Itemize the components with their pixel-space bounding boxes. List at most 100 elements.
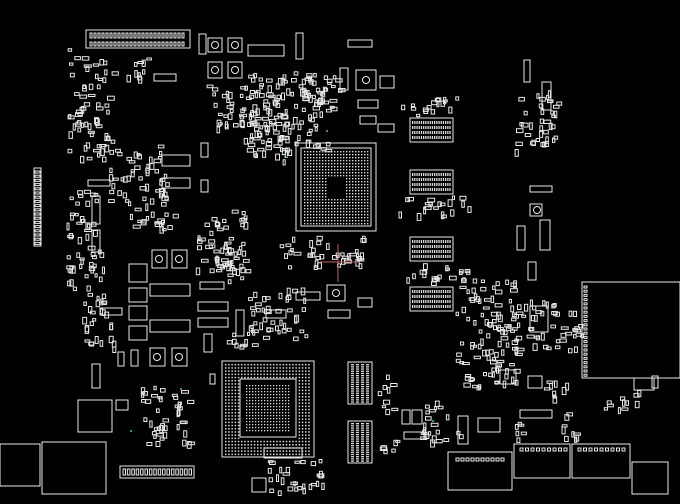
- smd-component[interactable]: [159, 150, 163, 156]
- smd-component[interactable]: [568, 348, 573, 354]
- smd-component[interactable]: [459, 434, 464, 440]
- smd-component[interactable]: [220, 247, 225, 254]
- smd-component[interactable]: [90, 192, 97, 197]
- smd-component[interactable]: [80, 259, 84, 265]
- smd-component[interactable]: [263, 335, 271, 340]
- smd-component[interactable]: [497, 324, 501, 332]
- smd-component[interactable]: [553, 104, 560, 109]
- smd-component[interactable]: [310, 482, 317, 487]
- smd-component[interactable]: [195, 267, 201, 276]
- smd-component[interactable]: [93, 230, 98, 237]
- component[interactable]: [251, 477, 267, 493]
- smd-component[interactable]: [290, 248, 294, 253]
- smd-component[interactable]: [159, 437, 165, 441]
- smd-component[interactable]: [572, 310, 577, 317]
- smd-component[interactable]: [520, 431, 527, 436]
- smd-component[interactable]: [66, 222, 70, 231]
- smd-component[interactable]: [83, 145, 88, 152]
- resistor[interactable]: [99, 307, 123, 316]
- smd-component[interactable]: [550, 110, 554, 115]
- smd-component[interactable]: [220, 264, 226, 270]
- smd-component[interactable]: [153, 427, 159, 432]
- smd-component[interactable]: [94, 117, 99, 125]
- smd-component[interactable]: [410, 106, 417, 111]
- smd-component[interactable]: [552, 137, 556, 143]
- capacitor[interactable]: [516, 225, 526, 251]
- smd-component[interactable]: [68, 233, 74, 240]
- smd-component[interactable]: [458, 269, 464, 274]
- smd-component[interactable]: [467, 206, 472, 213]
- smd-component[interactable]: [463, 382, 471, 388]
- smd-component[interactable]: [423, 206, 432, 210]
- smd-component[interactable]: [97, 249, 102, 255]
- smd-component[interactable]: [235, 268, 241, 276]
- smd-component[interactable]: [377, 391, 383, 397]
- smd-component[interactable]: [275, 325, 279, 332]
- smd-component[interactable]: [288, 265, 293, 270]
- smd-component[interactable]: [229, 101, 235, 106]
- smd-component[interactable]: [277, 330, 281, 335]
- smd-component[interactable]: [158, 396, 163, 403]
- smd-component[interactable]: [507, 324, 512, 329]
- smd-component[interactable]: [480, 338, 484, 346]
- smd-component[interactable]: [455, 96, 460, 101]
- vga-connector[interactable]: [571, 443, 631, 479]
- smd-component[interactable]: [494, 289, 503, 295]
- smd-component[interactable]: [281, 148, 287, 156]
- smd-component[interactable]: [215, 255, 219, 263]
- smd-component[interactable]: [460, 341, 465, 346]
- smd-component[interactable]: [398, 211, 402, 219]
- smd-component[interactable]: [227, 113, 233, 120]
- smd-component[interactable]: [259, 93, 265, 98]
- capacitor[interactable]: [651, 375, 659, 389]
- smd-component[interactable]: [406, 277, 410, 284]
- smd-component[interactable]: [564, 414, 570, 421]
- smd-component[interactable]: [325, 141, 331, 147]
- smd-component[interactable]: [294, 460, 301, 464]
- smd-component[interactable]: [215, 221, 220, 228]
- smd-component[interactable]: [85, 65, 90, 73]
- smd-component[interactable]: [75, 121, 82, 127]
- smd-component[interactable]: [470, 377, 476, 382]
- smd-component[interactable]: [462, 362, 470, 365]
- smd-component[interactable]: [338, 88, 346, 93]
- smd-component[interactable]: [459, 285, 467, 289]
- smd-component[interactable]: [120, 177, 125, 182]
- inductor[interactable]: [326, 284, 346, 302]
- smd-component[interactable]: [357, 258, 365, 262]
- smd-component[interactable]: [117, 152, 123, 157]
- smd-component[interactable]: [115, 148, 121, 153]
- smd-component[interactable]: [259, 85, 263, 90]
- smd-component[interactable]: [130, 169, 135, 173]
- smd-component[interactable]: [262, 116, 269, 121]
- smd-component[interactable]: [248, 74, 255, 79]
- smd-component[interactable]: [99, 59, 105, 66]
- smd-component[interactable]: [243, 137, 248, 145]
- smd-component[interactable]: [171, 393, 178, 397]
- smd-component[interactable]: [69, 62, 74, 66]
- smd-component[interactable]: [297, 134, 301, 142]
- smd-component[interactable]: [488, 322, 493, 328]
- smd-component[interactable]: [242, 258, 250, 263]
- smd-component[interactable]: [553, 394, 557, 399]
- smd-component[interactable]: [254, 126, 260, 132]
- smd-component[interactable]: [514, 149, 519, 157]
- smd-component[interactable]: [526, 334, 535, 339]
- smd-component[interactable]: [134, 70, 138, 78]
- smd-component[interactable]: [304, 334, 309, 339]
- smd-component[interactable]: [137, 61, 144, 64]
- smd-component[interactable]: [247, 122, 252, 127]
- smd-component[interactable]: [550, 324, 557, 329]
- smd-component[interactable]: [144, 399, 152, 404]
- smd-component[interactable]: [301, 78, 306, 85]
- smd-component[interactable]: [76, 252, 81, 258]
- smd-component[interactable]: [142, 69, 146, 75]
- smd-component[interactable]: [232, 332, 237, 338]
- smd-component[interactable]: [536, 93, 540, 99]
- inductor[interactable]: [227, 37, 243, 53]
- smd-component[interactable]: [263, 121, 268, 128]
- smd-component[interactable]: [80, 155, 85, 164]
- smd-component[interactable]: [329, 98, 338, 103]
- smd-component[interactable]: [574, 326, 580, 331]
- smd-component[interactable]: [450, 209, 455, 217]
